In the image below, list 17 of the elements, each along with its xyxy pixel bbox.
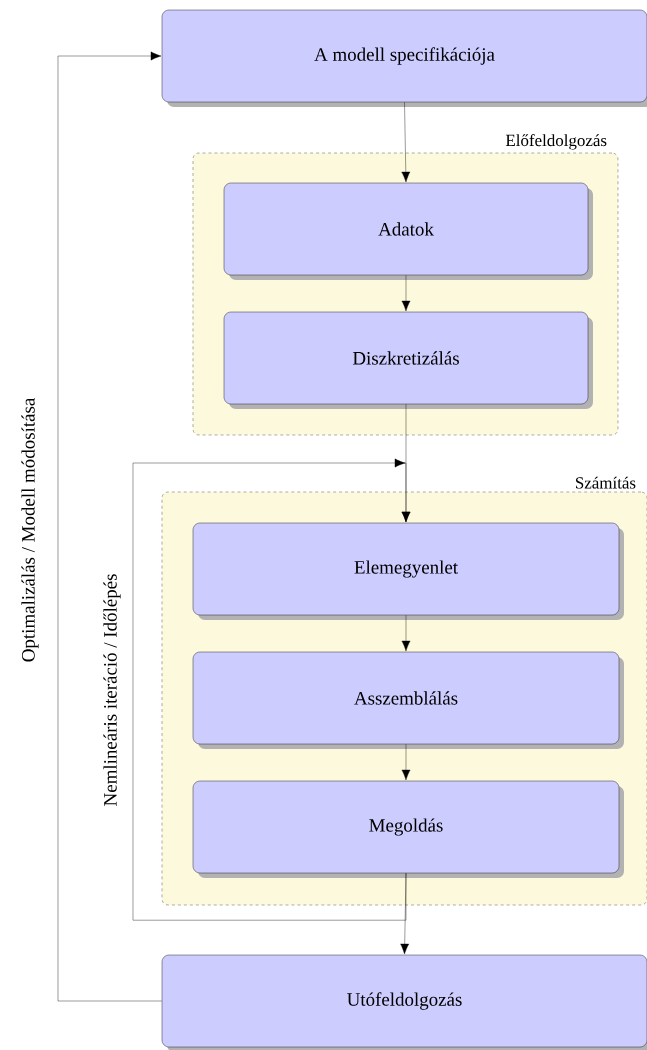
arrow <box>401 102 411 183</box>
arrow <box>132 458 411 921</box>
arrow <box>401 275 411 312</box>
node-label: Előfeldolgozás <box>505 134 607 150</box>
arrow <box>401 744 411 781</box>
process-box: Elemegyenlet <box>192 522 624 620</box>
edge-label: Nemlineáris iteráció / Időlépés <box>102 572 122 808</box>
process-box: Asszemblálás <box>192 651 624 749</box>
process-box: A modell specifikációja <box>161 9 647 107</box>
node-label: Számítás <box>575 476 636 489</box>
edge-label: Optimalizálás / Modell módosítása <box>20 396 40 664</box>
arrow <box>57 51 162 1002</box>
process-box: Diszkretizálás <box>223 311 593 409</box>
arrow <box>401 615 411 652</box>
process-box: Megoldás <box>192 780 624 878</box>
process-box: Utófeldolgozás <box>161 954 647 1050</box>
process-box: Adatok <box>223 182 593 280</box>
